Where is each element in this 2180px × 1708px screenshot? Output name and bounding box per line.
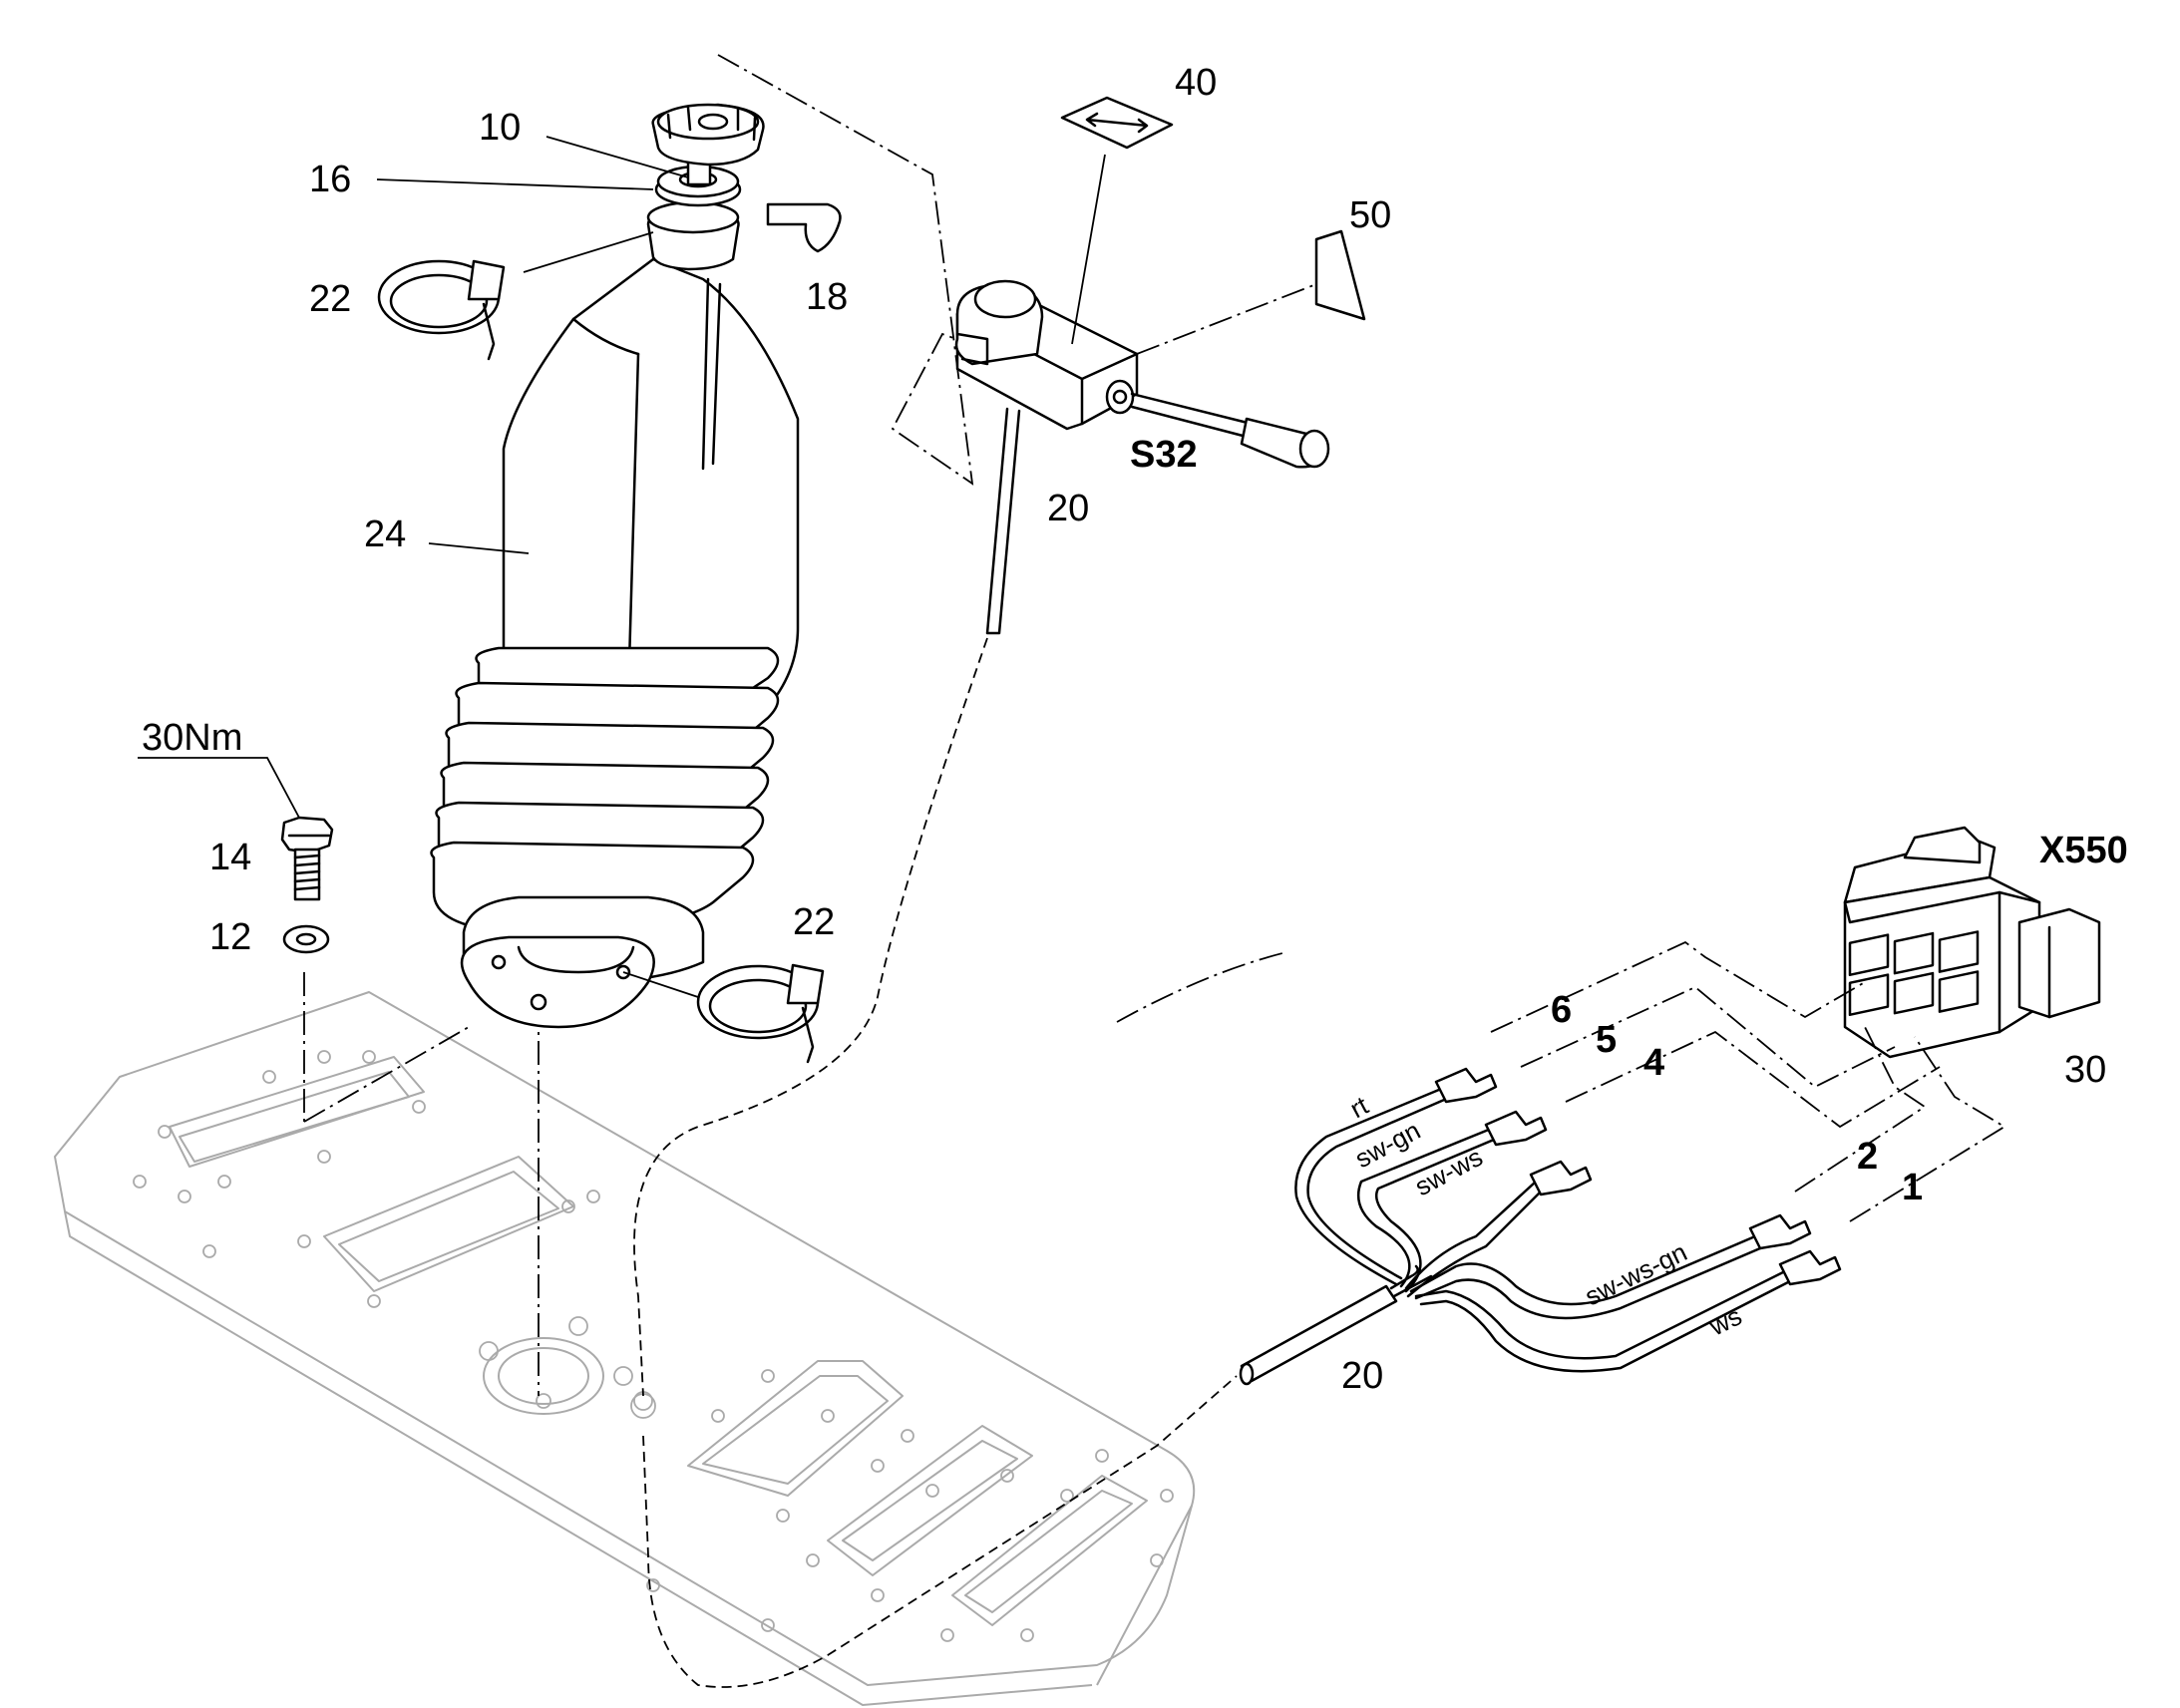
torque-spec: 30Nm bbox=[142, 717, 242, 759]
pin-5: 5 bbox=[1596, 1019, 1617, 1061]
callout-20-harness: 20 bbox=[1341, 1355, 1383, 1397]
decal-50 bbox=[1314, 229, 1366, 321]
knob-assembly bbox=[646, 103, 765, 271]
pin-numbers: 6 5 4 2 1 bbox=[1551, 989, 1923, 1208]
callout-leaders bbox=[138, 136, 1106, 998]
callout-14: 14 bbox=[209, 837, 251, 878]
callout-20-switch: 20 bbox=[1047, 488, 1089, 529]
callout-s32: S32 bbox=[1130, 434, 1198, 476]
wire-harness bbox=[1239, 1067, 1842, 1386]
callout-40: 40 bbox=[1175, 62, 1217, 104]
hose-clamp-lower bbox=[696, 963, 825, 1064]
hose-clamp-top bbox=[377, 259, 506, 361]
leader-lines bbox=[303, 54, 1317, 1688]
callout-22-lower: 22 bbox=[793, 901, 835, 943]
pin-4: 4 bbox=[1643, 1042, 1664, 1084]
connector-x550 bbox=[1490, 826, 2101, 1222]
callout-50: 50 bbox=[1349, 194, 1391, 236]
rubber-boot bbox=[430, 252, 800, 1029]
decal-40 bbox=[1060, 96, 1174, 150]
callout-18: 18 bbox=[806, 276, 848, 318]
callout-30: 30 bbox=[2064, 1049, 2106, 1091]
callout-24: 24 bbox=[364, 513, 406, 555]
callout-10: 10 bbox=[479, 107, 521, 149]
screw-and-washer bbox=[280, 816, 334, 954]
callout-12: 12 bbox=[209, 916, 251, 958]
pin-2: 2 bbox=[1857, 1136, 1878, 1178]
clip-18 bbox=[766, 202, 842, 253]
pin-1: 1 bbox=[1902, 1167, 1923, 1208]
callout-22-top: 22 bbox=[309, 278, 351, 320]
switch-s32 bbox=[954, 279, 1330, 635]
pin-6: 6 bbox=[1551, 989, 1572, 1031]
wire-label-sw-ws: sw-ws bbox=[1410, 1142, 1488, 1201]
base-plate bbox=[54, 991, 1196, 1706]
callout-x550: X550 bbox=[2039, 830, 2128, 871]
callout-labels: 10 16 22 18 24 40 50 20 S32 30Nm 14 12 2… bbox=[142, 62, 2128, 1397]
callout-16: 16 bbox=[309, 159, 351, 200]
